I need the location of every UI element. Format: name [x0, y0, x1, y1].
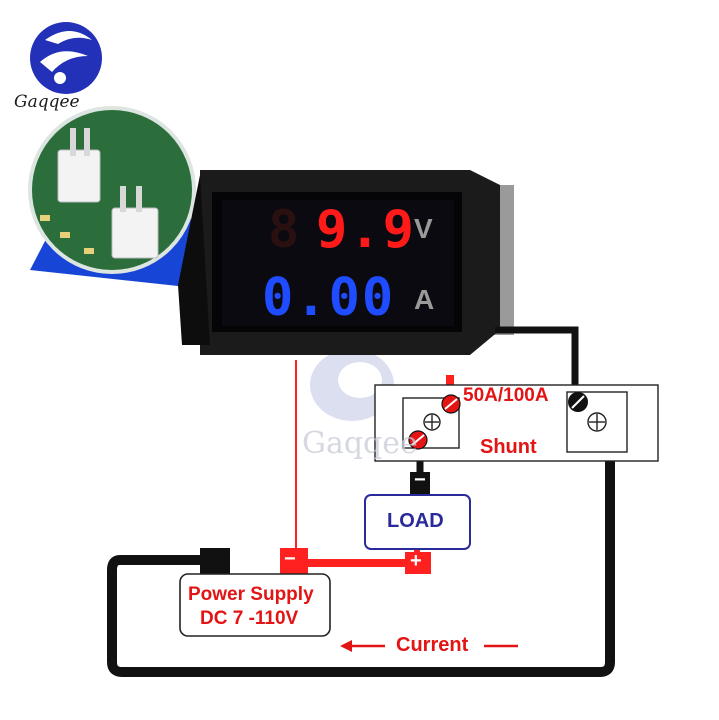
voltage-unit: V	[414, 213, 433, 244]
load-negative-terminal	[410, 472, 430, 494]
voltage-unglowed-digit: 8	[268, 200, 300, 260]
supply-negative-sign: −	[284, 548, 296, 570]
load-label: LOAD	[387, 510, 444, 532]
arrow-left-icon	[340, 640, 352, 652]
shunt-assembly	[374, 384, 659, 462]
watermark-text: Gaqqee	[302, 426, 418, 461]
brand-name: Gaqqee	[14, 92, 80, 112]
shunt-rating: 50A/100A	[463, 385, 549, 406]
brand-logo	[30, 22, 102, 94]
current-direction	[340, 640, 518, 652]
voltage-reading: 9.9	[316, 200, 416, 260]
power-supply-title: Power Supply	[188, 584, 314, 605]
current-unit: A	[414, 284, 435, 315]
load-terminal-sign: −	[414, 469, 426, 491]
load-box	[364, 494, 471, 550]
supply-terminals	[200, 548, 431, 576]
shunt-label: Shunt	[480, 436, 537, 458]
power-supply-voltage: DC 7 -110V	[200, 608, 299, 629]
supply-positive-sign: +	[410, 550, 422, 572]
current-flow-label: Current	[396, 634, 469, 656]
watermark-logo	[310, 349, 394, 421]
voltmeter-ammeter-panel	[178, 170, 514, 355]
power-supply-box	[179, 573, 331, 637]
current-reading: 0.00	[262, 268, 396, 328]
